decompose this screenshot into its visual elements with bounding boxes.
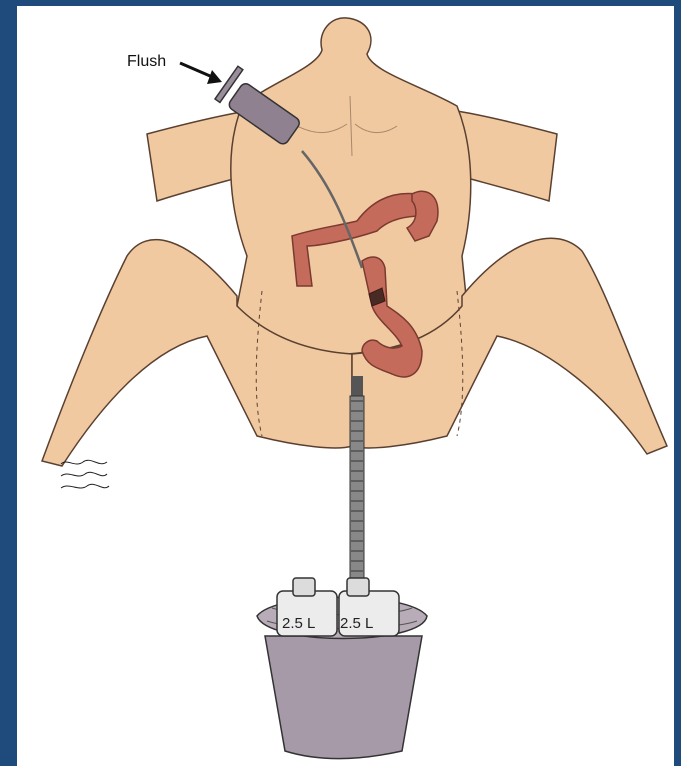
artist-signature	[61, 460, 109, 488]
drain-tube	[350, 376, 364, 611]
collection-bucket: 2.5 L 2.5 L	[257, 578, 427, 759]
bottle-left-label: 2.5 L	[282, 615, 315, 632]
bottle-right: 2.5 L	[339, 578, 399, 636]
illustration-frame: Flush 2.5 L 2.5 L	[17, 6, 674, 766]
flush-callout: Flush	[127, 53, 222, 84]
bottle-right-label: 2.5 L	[340, 615, 373, 632]
flush-label: Flush	[127, 53, 166, 70]
colonoscopy-lavage-illustration: Flush 2.5 L 2.5 L	[17, 6, 674, 766]
bottle-left: 2.5 L	[277, 578, 337, 636]
